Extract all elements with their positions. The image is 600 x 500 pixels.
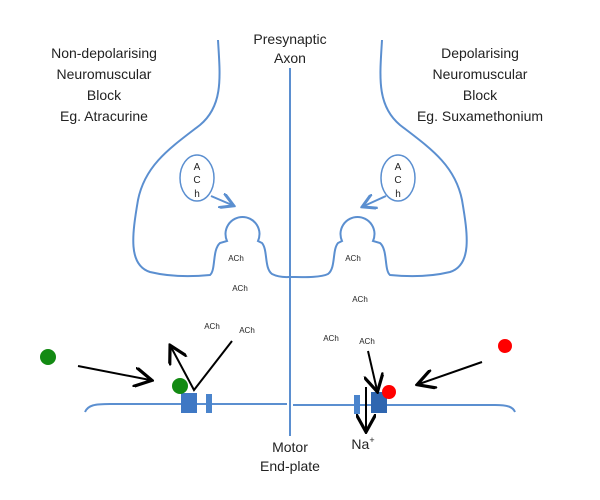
ach-molecules: ACh ACh ACh ACh ACh ACh ACh ACh [204, 254, 375, 346]
ach-text: ACh [345, 254, 361, 263]
ach-text: ACh [232, 284, 248, 293]
right-label-line: Block [463, 87, 498, 103]
right-label-line: Depolarising [441, 45, 519, 61]
ach-repelled-arrow [171, 340, 233, 392]
svg-text:C: C [193, 175, 200, 186]
ach-binding-arrow [368, 350, 377, 390]
bottom-label-line2: End-plate [260, 458, 320, 474]
ach-text: ACh [359, 337, 375, 346]
right-axon-terminal [289, 39, 468, 279]
bound-antagonist [172, 378, 188, 394]
left-vesicle-arrow [210, 196, 232, 205]
title-line1: Presynaptic [253, 31, 326, 47]
agonist-molecule [498, 339, 512, 353]
bottom-label-line1: Motor [272, 439, 308, 455]
antagonist-molecule [40, 349, 56, 365]
svg-text:A: A [194, 162, 201, 173]
left-axon-terminal [132, 39, 291, 279]
title-line2: Axon [274, 50, 306, 66]
left-label-line: Non-depolarising [51, 45, 157, 61]
right-receptor [371, 392, 387, 413]
svg-text:h: h [194, 189, 200, 200]
bound-agonist [382, 385, 396, 399]
sodium-label: Na+ [351, 435, 374, 452]
ach-text: ACh [204, 322, 220, 331]
right-vesicle-arrow [364, 196, 387, 206]
right-label-line: Eg. Suxamethonium [417, 108, 543, 124]
left-label-line: Block [87, 87, 122, 103]
ach-text: ACh [323, 334, 339, 343]
right-label-line: Neuromuscular [433, 66, 528, 82]
svg-text:C: C [394, 175, 401, 186]
right-channel [354, 395, 360, 414]
left-ach-vesicle: A C h [179, 154, 215, 202]
left-label: Non-depolarising Neuromuscular Block Eg.… [51, 45, 157, 124]
right-ach-vesicle: A C h [380, 154, 416, 202]
agonist-arrow [419, 361, 483, 384]
left-endplate-membrane [84, 403, 287, 413]
antagonist-arrow [77, 365, 150, 380]
right-label: Depolarising Neuromuscular Block Eg. Sux… [417, 45, 543, 124]
svg-text:h: h [395, 189, 401, 200]
right-endplate-membrane [293, 404, 516, 413]
svg-text:A: A [395, 162, 402, 173]
left-label-line: Eg. Atracurine [60, 108, 148, 124]
ach-text: ACh [239, 326, 255, 335]
left-receptor [181, 393, 197, 413]
ach-text: ACh [228, 254, 244, 263]
left-channel [206, 394, 212, 413]
ach-text: ACh [352, 295, 368, 304]
left-label-line: Neuromuscular [57, 66, 152, 82]
